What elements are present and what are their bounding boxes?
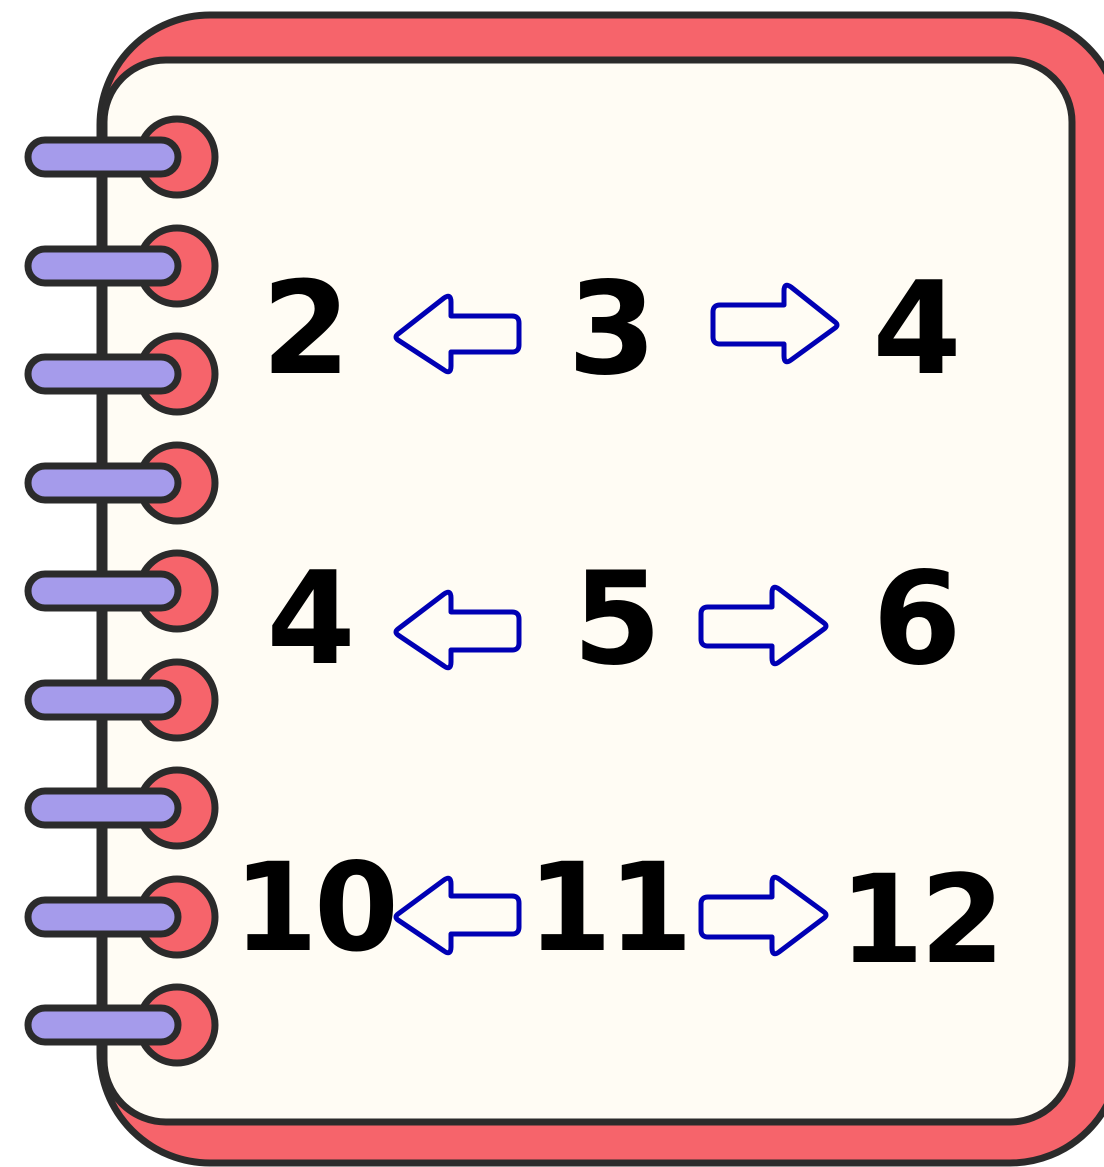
row-1-center-number: 3 — [567, 266, 656, 394]
row-2-left-number: 4 — [266, 556, 355, 684]
row-2-right-number: 6 — [872, 556, 961, 684]
spiral-binding — [28, 119, 215, 1063]
row-3-center-number: 11 — [527, 847, 689, 969]
row-1-left-number: 2 — [261, 266, 350, 394]
row-3-left-number: 10 — [233, 847, 395, 969]
row-3-right-number: 12 — [839, 859, 1001, 981]
row-2-center-number: 5 — [572, 556, 661, 684]
row-1-right-number: 4 — [872, 266, 961, 394]
